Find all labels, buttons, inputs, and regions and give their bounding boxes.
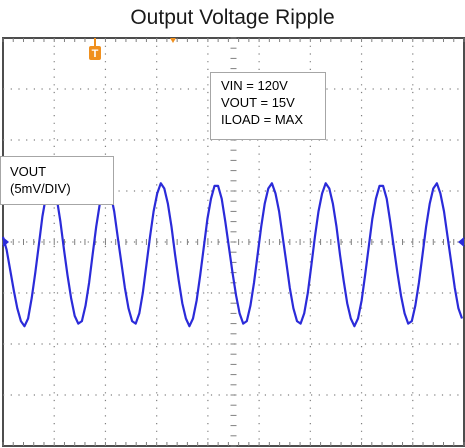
channel-name: VOUT bbox=[10, 164, 47, 179]
trigger-marker-label: T bbox=[92, 48, 99, 60]
trigger-marker bbox=[89, 46, 101, 60]
channel-label-box: VOUT (5mV/DIV) bbox=[0, 156, 114, 205]
oscilloscope-display: T VIN = 120V VOUT = 15V ILOAD = MAX VOUT… bbox=[0, 36, 465, 448]
condition-iload: ILOAD = MAX bbox=[221, 112, 303, 127]
channel-ref-marker-right bbox=[458, 237, 464, 247]
trigger-offset-marker bbox=[170, 38, 176, 43]
channel-ref-marker-left bbox=[3, 237, 9, 247]
conditions-box: VIN = 120V VOUT = 15V ILOAD = MAX bbox=[210, 72, 326, 140]
ripple-trace bbox=[1, 182, 464, 328]
condition-vout: VOUT = 15V bbox=[221, 95, 295, 110]
waveform-plot: T bbox=[1, 37, 465, 447]
channel-scale: (5mV/DIV) bbox=[10, 181, 71, 196]
chart-title: Output Voltage Ripple bbox=[130, 6, 335, 29]
condition-vin: VIN = 120V bbox=[221, 78, 288, 93]
